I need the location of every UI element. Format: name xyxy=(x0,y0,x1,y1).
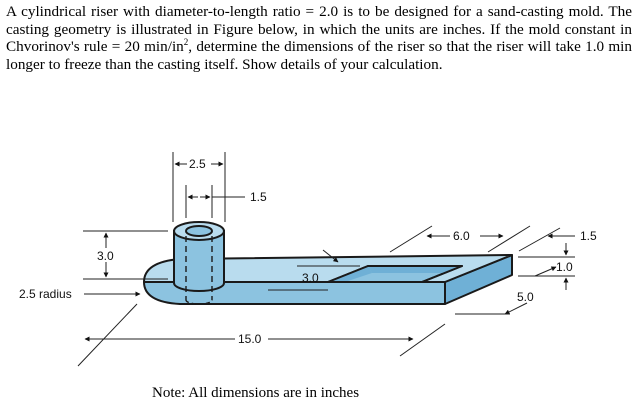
casting-body xyxy=(143,254,513,305)
dim-end-radius: 2.5 radius xyxy=(19,287,72,301)
dim-slot-width: 3.0 xyxy=(302,271,319,285)
dim-slot-length: 6.0 xyxy=(453,229,470,243)
dim-riser-height: 3.0 xyxy=(97,249,114,263)
riser-cylinder xyxy=(173,221,225,305)
problem-text-part2: , determine the dimensions of the riser … xyxy=(6,38,632,73)
note-units: Note: All dimensions are in inches xyxy=(152,385,360,401)
dim-riser-inner-diameter: 1.5 xyxy=(250,190,267,204)
casting-figure: 2.5 1.5 3.0 2.5 radius 3.0 6.0 1.5 1.0 5… xyxy=(19,152,597,367)
dim-riser-outer-diameter: 2.5 xyxy=(189,157,206,171)
dimension-lines xyxy=(77,152,575,367)
dim-edge-offset: 1.5 xyxy=(580,229,597,243)
problem-statement: A cylindrical riser with diameter-to-len… xyxy=(6,3,632,73)
superscript: 2 xyxy=(183,37,189,48)
dim-thickness: 1.0 xyxy=(556,260,573,274)
problem-text-part1: A cylindrical riser with diameter-to-len… xyxy=(6,3,632,56)
dim-plate-width: 5.0 xyxy=(517,290,534,304)
dim-total-length: 15.0 xyxy=(238,332,262,346)
